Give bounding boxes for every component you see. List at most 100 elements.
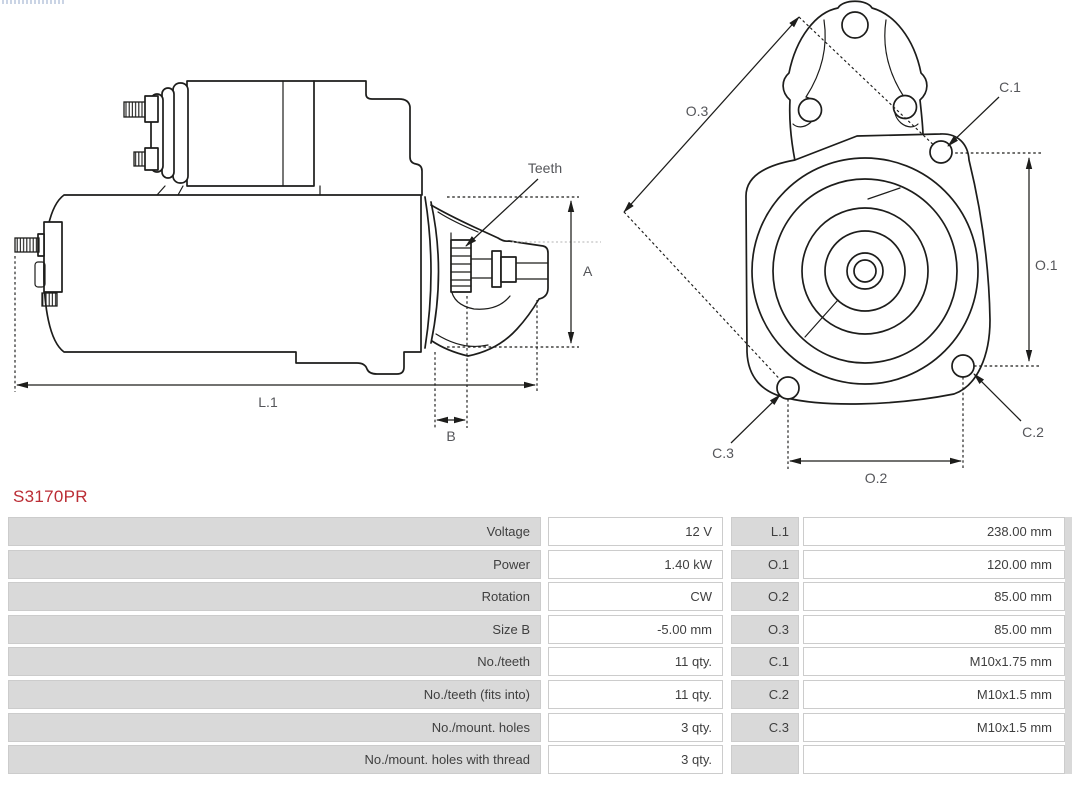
terminal-nut-upper — [144, 95, 159, 123]
solenoid-foot — [156, 185, 321, 196]
label-l1: L.1 — [258, 394, 278, 410]
teeth-callout-arrow — [465, 178, 539, 247]
table-row: No./mount. holes with thread 3 qty. — [8, 745, 1072, 775]
dim-value: 85.00 mm — [803, 614, 1065, 644]
motor-body-outline — [43, 194, 422, 375]
label-o3: O.3 — [686, 103, 709, 119]
solenoid-body — [186, 80, 315, 187]
table-edge-strip — [1065, 517, 1072, 774]
drive-bell-inner-upper — [437, 211, 479, 233]
dim-o2-extensions — [787, 377, 964, 469]
drive-bell-outline — [430, 204, 549, 357]
face-casting-line-lower — [804, 299, 839, 338]
dim-value: 85.00 mm — [803, 582, 1065, 612]
c2-callout-arrow — [973, 373, 1022, 422]
spec-value: 12 V — [548, 517, 723, 546]
dim-code — [731, 745, 799, 775]
spec-label: Size B — [8, 614, 541, 644]
spec-label: No./teeth — [8, 647, 541, 677]
label-o1: O.1 — [1035, 257, 1058, 273]
rear-through-bolt — [14, 237, 40, 253]
dim-l1-extensions — [14, 256, 538, 392]
table-row: Voltage 12 V L.1 238.00 mm — [8, 517, 1072, 546]
spec-value: CW — [548, 582, 723, 612]
dim-code: O.3 — [731, 614, 799, 644]
c3-callout-arrow — [730, 394, 781, 444]
pinion-shaft — [470, 258, 549, 280]
side-view — [14, 80, 549, 375]
label-c3: C.3 — [712, 445, 734, 461]
concentric-circles — [751, 157, 979, 385]
terminal-stud-upper — [123, 101, 148, 118]
spec-value: 11 qty. — [548, 679, 723, 709]
shaft-washer — [491, 250, 502, 288]
dim-o3-extensions — [623, 16, 942, 389]
spec-label: Power — [8, 549, 541, 579]
table-row: Power 1.40 kW O.1 120.00 mm — [8, 549, 1072, 579]
dim-value: M10x1.5 mm — [803, 712, 1065, 742]
front-view — [745, 0, 991, 405]
dim-a-extensions — [447, 196, 579, 348]
table-row: No./mount. holes 3 qty. C.3 M10x1.5 mm — [8, 712, 1072, 742]
dim-value — [803, 745, 1065, 775]
upper-housing-scallop-right — [884, 19, 905, 98]
dim-code: O.2 — [731, 582, 799, 612]
rear-small-stud — [41, 292, 58, 307]
mounting-rim — [424, 196, 440, 349]
side-view-dimensions: A Teeth L.1 B — [14, 160, 601, 444]
front-view-dimensions: O.3 O.1 O.2 C.1 C.2 C.3 — [623, 16, 1058, 486]
rear-bump — [34, 261, 46, 288]
table-row: Size B -5.00 mm O.3 85.00 mm — [8, 614, 1072, 644]
dim-value: 238.00 mm — [803, 517, 1065, 546]
part-number: S3170PR — [13, 487, 88, 506]
label-c2: C.2 — [1022, 424, 1044, 440]
dim-value: M10x1.5 mm — [803, 679, 1065, 709]
dim-value: M10x1.75 mm — [803, 647, 1065, 677]
spec-value: 3 qty. — [548, 745, 723, 775]
dim-o1-extensions — [950, 152, 1041, 367]
housing-hole-left — [797, 97, 823, 123]
dim-code: C.2 — [731, 679, 799, 709]
technical-drawing-svg: A Teeth L.1 B — [14, 0, 1058, 486]
partial-logo-strip — [2, 0, 64, 4]
c1-callout-arrow — [947, 96, 1000, 147]
drive-bell-inner-lower — [435, 333, 489, 347]
pinion-gear — [450, 239, 472, 293]
dim-code: O.1 — [731, 549, 799, 579]
face-casting-line-upper — [867, 187, 901, 200]
label-o2: O.2 — [865, 470, 888, 486]
solenoid-bracket — [313, 80, 423, 196]
dim-code: C.3 — [731, 712, 799, 742]
spec-value: 1.40 kW — [548, 549, 723, 579]
label-a: A — [583, 263, 593, 279]
bolt-hole-c3 — [776, 376, 800, 400]
spec-label: Rotation — [8, 582, 541, 612]
housing-hole-right — [892, 94, 918, 120]
drive-bell-window — [450, 232, 511, 310]
spec-value: -5.00 mm — [548, 614, 723, 644]
housing-hole-top — [841, 11, 869, 39]
terminal-nut-lower — [144, 147, 159, 171]
label-c1: C.1 — [999, 79, 1021, 95]
spec-table: Voltage 12 V L.1 238.00 mm Power 1.40 kW… — [8, 517, 1072, 778]
spec-label: Voltage — [8, 517, 541, 546]
dim-b-extensions — [434, 296, 468, 428]
dim-code: L.1 — [731, 517, 799, 546]
pinion-teeth — [450, 247, 472, 287]
spec-label: No./mount. holes with thread — [8, 745, 541, 775]
bolt-hole-c2 — [951, 354, 975, 378]
dim-value: 120.00 mm — [803, 549, 1065, 579]
upper-housing-scallop-left — [805, 19, 826, 98]
label-teeth: Teeth — [528, 160, 562, 176]
rear-end-plate — [43, 221, 63, 293]
spec-label: No./mount. holes — [8, 712, 541, 742]
dim-code: C.1 — [731, 647, 799, 677]
spec-label: No./teeth (fits into) — [8, 679, 541, 709]
bolt-hole-c1 — [929, 140, 953, 164]
dim-o3-arrow — [623, 16, 800, 213]
table-row: Rotation CW O.2 85.00 mm — [8, 582, 1072, 612]
table-row: No./teeth (fits into) 11 qty. C.2 M10x1.… — [8, 679, 1072, 709]
label-b: B — [446, 428, 455, 444]
spec-value: 3 qty. — [548, 712, 723, 742]
